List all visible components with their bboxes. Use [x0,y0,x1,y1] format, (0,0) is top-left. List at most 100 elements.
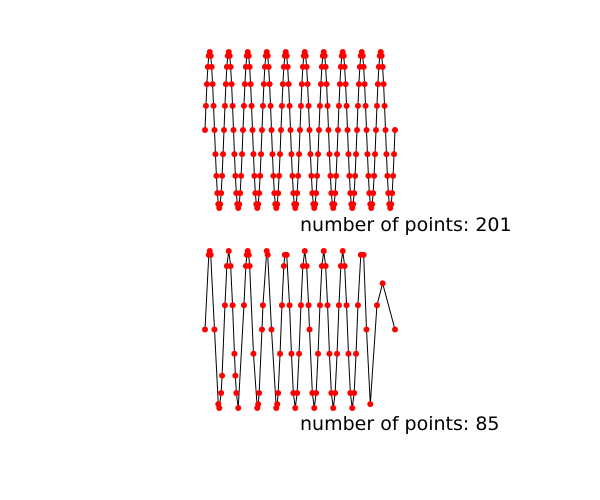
data-point [323,81,330,88]
data-point [225,248,232,254]
data-point [352,172,359,179]
data-point [367,401,374,408]
data-point [264,52,271,59]
data-point [373,127,379,133]
data-point [212,151,219,158]
data-point [332,190,339,197]
data-point [293,201,300,208]
data-point [240,102,247,109]
data-point [382,127,389,133]
data-point [230,127,237,133]
data-point [235,405,242,411]
data-point [278,127,284,133]
data-point [275,390,282,397]
points-count-label: number of points: 201 [300,214,512,236]
data-point [373,302,380,309]
data-point [343,102,350,109]
data-point [341,63,348,70]
data-point [208,63,215,70]
data-point [229,302,236,309]
data-point [346,172,353,179]
data-point [294,190,301,197]
data-point [217,201,224,208]
data-point [363,326,370,333]
data-point [284,63,291,70]
data-point [255,201,262,208]
data-point [279,81,286,88]
data-point [277,350,284,357]
data-point [322,262,329,269]
data-point [283,52,290,59]
data-point [221,102,228,109]
data-point [218,190,225,197]
data-point [259,102,266,109]
data-point [245,52,252,59]
data-point [359,52,366,59]
data-point [296,151,303,158]
data-point [202,127,208,133]
data-point [236,201,243,208]
data-point [286,102,293,109]
data-point [231,350,238,357]
data-point [330,405,337,411]
data-point [258,151,265,158]
data-point [247,81,254,88]
data-point [391,151,398,158]
data-point [384,172,391,179]
data-point [326,350,333,357]
data-point [276,172,283,179]
data-point [339,248,346,254]
data-point [373,102,380,109]
data-point [334,350,341,357]
data-point [297,302,304,309]
data-point [203,81,210,88]
subplot-1: number of points: 201 [202,49,512,236]
data-point [313,390,320,397]
data-point [363,127,370,133]
data-point [222,81,229,88]
points-count-label: number of points: 85 [300,413,500,435]
data-point [317,81,324,88]
data-point [308,172,315,179]
data-point [307,151,314,158]
data-point [374,81,381,88]
data-point [314,172,321,179]
data-point [331,201,338,208]
data-point [364,151,371,158]
data-point [207,251,214,258]
point-group [202,248,398,411]
data-point [380,81,387,88]
data-point [264,251,271,258]
data-point [362,102,369,109]
data-point [277,151,284,158]
data-point [321,52,328,59]
data-point [371,172,378,179]
data-point [327,172,334,179]
data-point [267,102,274,109]
data-point [312,201,319,208]
data-point [259,127,265,133]
data-point [334,151,341,158]
data-point [238,172,245,179]
data-point [320,248,327,254]
data-point [305,302,312,309]
data-point [219,172,226,179]
data-point [268,127,275,133]
data-point [218,390,225,397]
subplot-2: number of points: 85 [202,248,500,435]
data-point [365,172,372,179]
data-point [240,302,247,309]
data-point [296,350,303,357]
data-point [342,81,349,88]
data-point [245,251,252,258]
data-point [360,63,367,70]
data-point [259,302,266,309]
data-point [322,63,329,70]
point-group [202,49,398,211]
data-point [232,172,239,179]
data-point [353,151,360,158]
data-point [343,302,350,309]
data-point [297,127,303,133]
data-point [266,81,273,88]
data-point [316,302,323,309]
